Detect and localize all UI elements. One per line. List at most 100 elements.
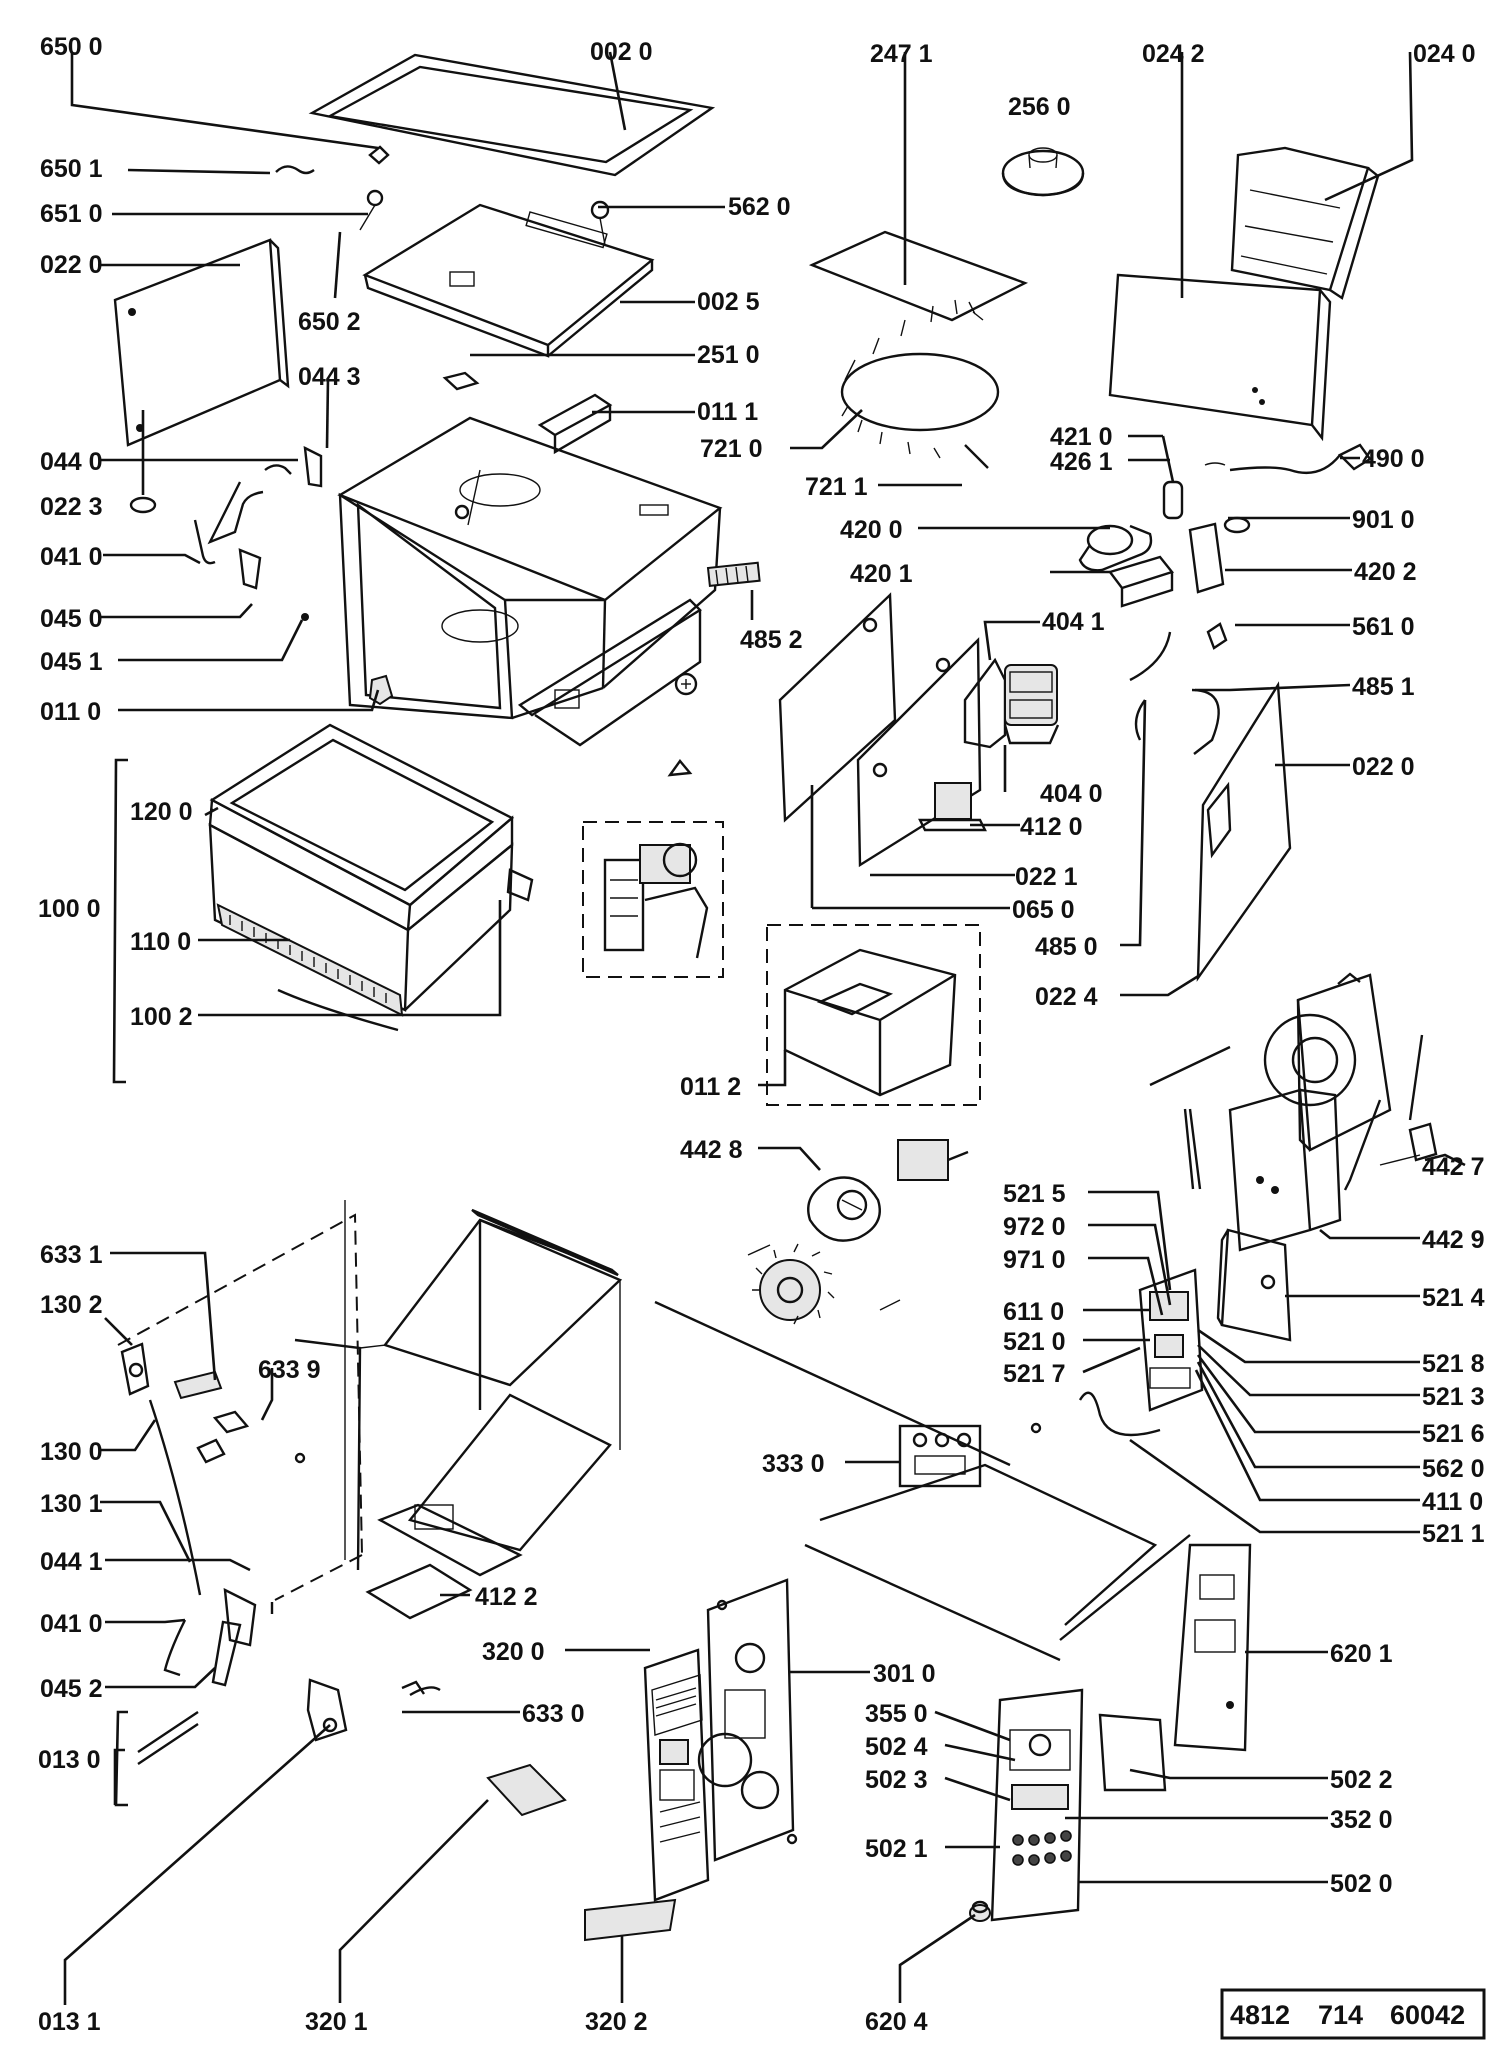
label-022-3: 022 3 (40, 493, 103, 521)
label-011-2: 011 2 (680, 1073, 741, 1101)
part-485-2-grille (706, 561, 761, 588)
part-knob (969, 1900, 991, 1922)
part-412-0-relay (918, 782, 987, 832)
part-stirrer-fan (840, 299, 1000, 469)
part-motor-inset (582, 821, 724, 978)
label-521-3: 521 3 (1422, 1383, 1485, 1411)
label-502-4: 502 4 (865, 1733, 928, 1761)
label-521-7: 521 7 (1003, 1360, 1066, 1388)
label-045-1: 045 1 (40, 648, 103, 676)
part-capacitor-bracket (1108, 555, 1175, 608)
part-561-switch (1206, 622, 1228, 650)
label-100-0: 100 0 (38, 895, 101, 923)
part-magnetron-housing (1230, 146, 1380, 300)
part-back-panel (1108, 273, 1332, 442)
label-561-0: 561 0 (1352, 613, 1415, 641)
label-521-4: 521 4 (1422, 1284, 1485, 1312)
label-972-0: 972 0 (1003, 1213, 1066, 1241)
part-fan-housing-assembly (1149, 972, 1438, 1252)
part-drawings (113, 53, 1438, 1942)
label-971-0: 971 0 (1003, 1246, 1066, 1274)
label-420-1: 420 1 (850, 560, 913, 588)
label-521-6: 521 6 (1422, 1420, 1485, 1448)
part-door-latches-lower (148, 1399, 441, 1742)
label-404-0: 404 0 (1040, 780, 1103, 808)
part-base-plate (517, 598, 702, 777)
label-041-0-lower: 041 0 (40, 1610, 103, 1638)
label-633-1: 633 1 (40, 1241, 103, 1269)
label-650-1: 650 1 (40, 155, 103, 183)
label-502-3: 502 3 (865, 1766, 928, 1794)
label-120-0: 120 0 (130, 798, 193, 826)
part-251-bracket (442, 371, 480, 391)
part-door-interlock-switches (120, 1342, 306, 1464)
label-256-0: 256 0 (1008, 93, 1071, 121)
label-420-2: 420 2 (1354, 558, 1417, 586)
label-355-0: 355 0 (865, 1700, 928, 1728)
label-633-0: 633 0 (522, 1700, 585, 1728)
part-top-cover-frame (308, 53, 716, 177)
label-442-7: 442 7 (1422, 1153, 1485, 1181)
part-interlock-brackets (193, 445, 323, 621)
document-number-part1: 4812 (1230, 2000, 1290, 2030)
part-waveguide-shields (778, 592, 982, 868)
part-foot (368, 674, 394, 706)
part-fuse (1162, 480, 1184, 520)
part-inner-cover-plate (362, 200, 655, 358)
part-right-side-panel (1196, 681, 1292, 982)
label-426-1: 426 1 (1050, 448, 1113, 476)
label-045-0: 045 0 (40, 605, 103, 633)
label-044-3: 044 3 (298, 363, 361, 391)
part-foam-packing-inset (766, 924, 981, 1106)
label-521-8: 521 8 (1422, 1350, 1485, 1378)
part-412-2-base-bracket (365, 1563, 473, 1620)
label-721-0: 721 0 (700, 435, 763, 463)
part-333-0-module (898, 1424, 982, 1488)
document-number-part3: 60042 (1390, 2000, 1465, 2030)
label-502-1: 502 1 (865, 1835, 928, 1863)
label-502-2: 502 2 (1330, 1766, 1393, 1794)
label-045-2: 045 2 (40, 1675, 103, 1703)
document-number-part2: 714 (1318, 2000, 1363, 2030)
label-011-1: 011 1 (697, 398, 758, 426)
label-502-0: 502 0 (1330, 1870, 1393, 1898)
label-721-1: 721 1 (805, 473, 868, 501)
part-left-side-panel (113, 238, 290, 447)
part-power-cord (1204, 443, 1372, 475)
label-320-2: 320 2 (585, 2008, 648, 2036)
label-130-0: 130 0 (40, 1438, 103, 1466)
label-411-0: 411 0 (1422, 1488, 1483, 1516)
label-521-1: 521 1 (1422, 1520, 1485, 1548)
label-490-0: 490 0 (1362, 445, 1425, 473)
label-022-1: 022 1 (1015, 863, 1078, 891)
label-485-0: 485 0 (1035, 933, 1098, 961)
label-022-0-right: 022 0 (1352, 753, 1415, 781)
leader-lines (63, 51, 1466, 2005)
label-002-0: 002 0 (590, 38, 653, 66)
label-044-0: 044 0 (40, 448, 103, 476)
part-lower-cabinet-outline (117, 1200, 623, 1601)
label-130-2: 130 2 (40, 1291, 103, 1319)
label-901-0: 901 0 (1352, 506, 1415, 534)
part-transformer (963, 657, 1060, 749)
label-442-9: 442 9 (1422, 1226, 1485, 1254)
part-013-brace (137, 1711, 199, 1765)
label-620-1: 620 1 (1330, 1640, 1393, 1668)
label-065-0: 065 0 (1012, 896, 1075, 924)
label-320-0: 320 0 (482, 1638, 545, 1666)
label-352-0: 352 0 (1330, 1806, 1393, 1834)
label-022-0-left: 022 0 (40, 251, 103, 279)
part-clip-screws (275, 145, 390, 231)
part-256-turntable (1001, 147, 1085, 197)
label-421-0: 421 0 (1050, 423, 1113, 451)
label-022-4: 022 4 (1035, 983, 1098, 1011)
part-display-board (990, 1688, 1084, 1922)
part-247-1-plate (808, 230, 1029, 322)
label-521-5: 521 5 (1003, 1180, 1066, 1208)
label-420-0: 420 0 (840, 516, 903, 544)
label-251-0: 251 0 (697, 341, 760, 369)
label-633-9: 633 9 (258, 1356, 321, 1384)
part-thermal-cutout (1188, 516, 1251, 594)
label-110-0: 110 0 (130, 928, 191, 956)
